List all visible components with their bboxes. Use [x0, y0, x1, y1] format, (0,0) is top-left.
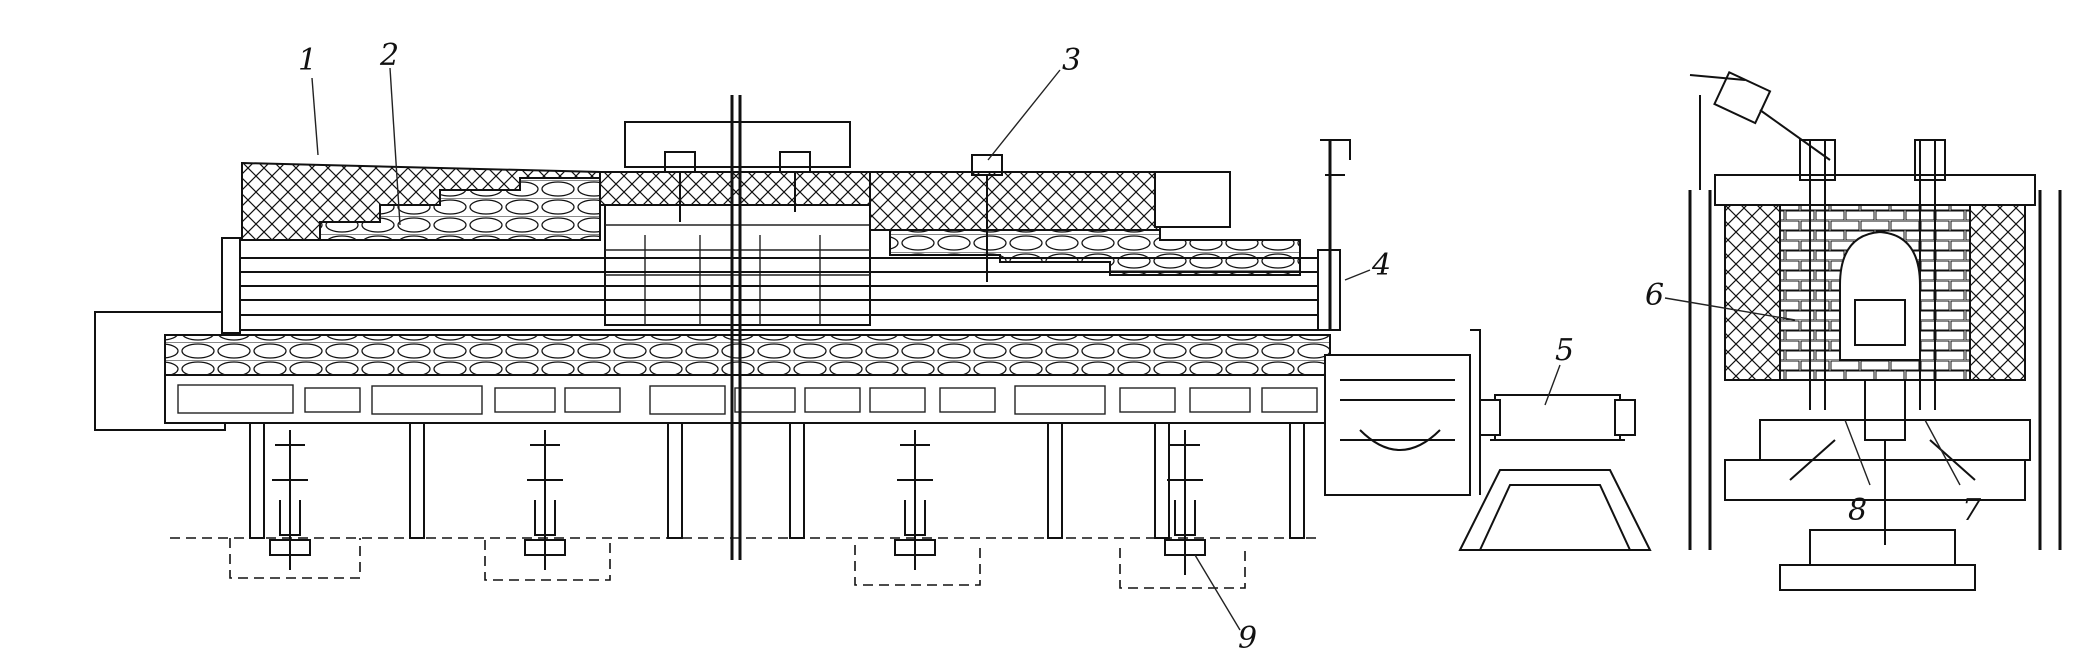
callout-labels: 1 2 3 4 5 6 7 8 9	[298, 38, 1982, 656]
callout-3: 3	[1062, 43, 1081, 78]
support-legs	[170, 422, 1320, 589]
callout-5: 5	[1555, 333, 1574, 368]
callout-8: 8	[1848, 493, 1867, 528]
callout-2: 2	[379, 38, 399, 73]
main-furnace-body	[94, 95, 1351, 560]
foundation-pits	[170, 537, 1320, 589]
discharge-mechanism	[1324, 329, 1481, 496]
transfer-car	[1458, 394, 1652, 551]
callout-9: 9	[1238, 621, 1257, 656]
roof-burners	[664, 151, 1003, 282]
callout-1: 1	[298, 43, 317, 78]
callout-6: 6	[1645, 278, 1664, 313]
callout-4: 4	[1371, 248, 1391, 283]
furnace-cross-section	[1688, 70, 2062, 591]
lifting-jacks	[269, 430, 1206, 575]
leader-lines	[311, 67, 1961, 631]
callout-7: 7	[1962, 493, 1982, 528]
